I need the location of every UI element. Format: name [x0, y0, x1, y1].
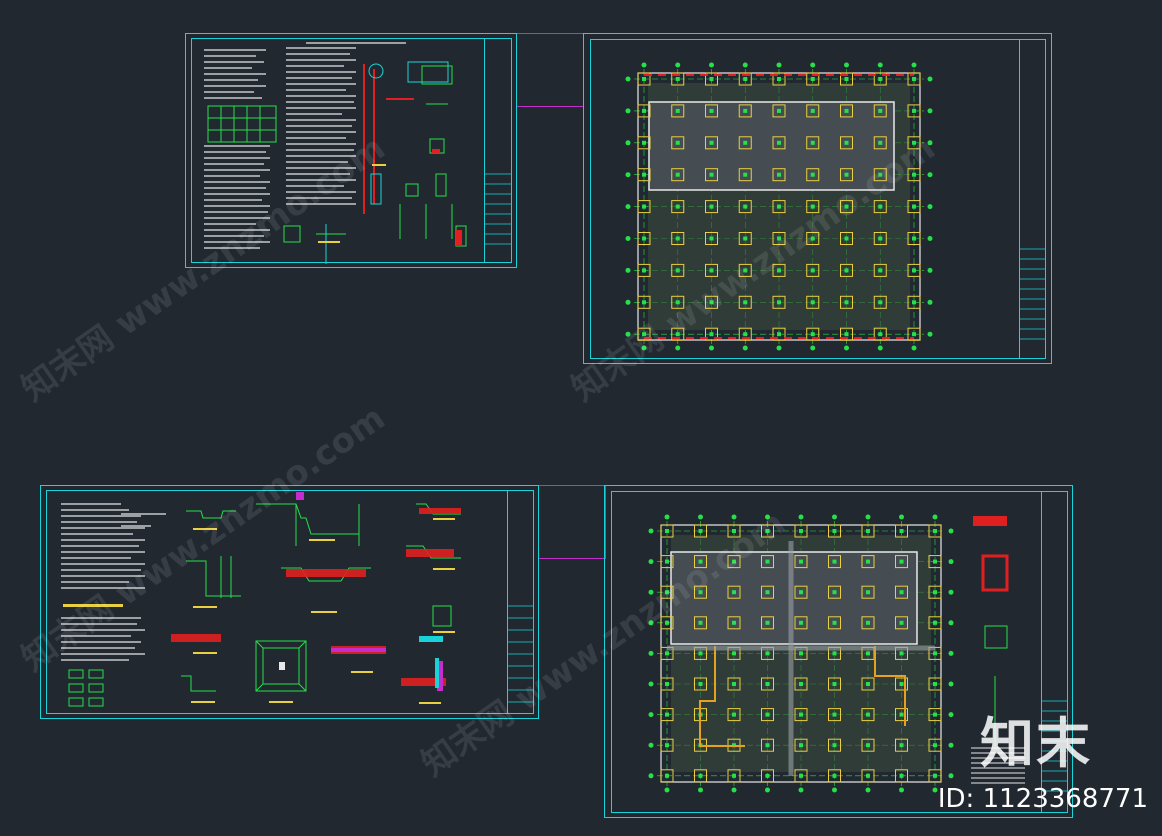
sheet-foundation-plan-1[interactable] — [583, 33, 1052, 364]
brand-logo: 知末 — [980, 712, 1092, 775]
sheet-general-notes[interactable] — [185, 33, 517, 268]
title-block — [1019, 39, 1020, 359]
title-block — [507, 490, 508, 714]
sheet-foundation-details[interactable] — [40, 485, 539, 719]
title-block — [484, 38, 485, 263]
drawing-canvas-1 — [204, 42, 512, 264]
sheet-link-rect-top — [516, 33, 584, 107]
drawing-canvas-3 — [61, 492, 534, 707]
drawing-canvas-2 — [625, 62, 1046, 351]
id-label: ID: 1123368771 — [937, 784, 1148, 814]
drawing-canvas-4 — [648, 514, 1068, 793]
sheet-link-rect-bottom — [538, 485, 606, 559]
title-block — [1041, 491, 1042, 813]
sheet-foundation-plan-2[interactable] — [604, 485, 1073, 818]
